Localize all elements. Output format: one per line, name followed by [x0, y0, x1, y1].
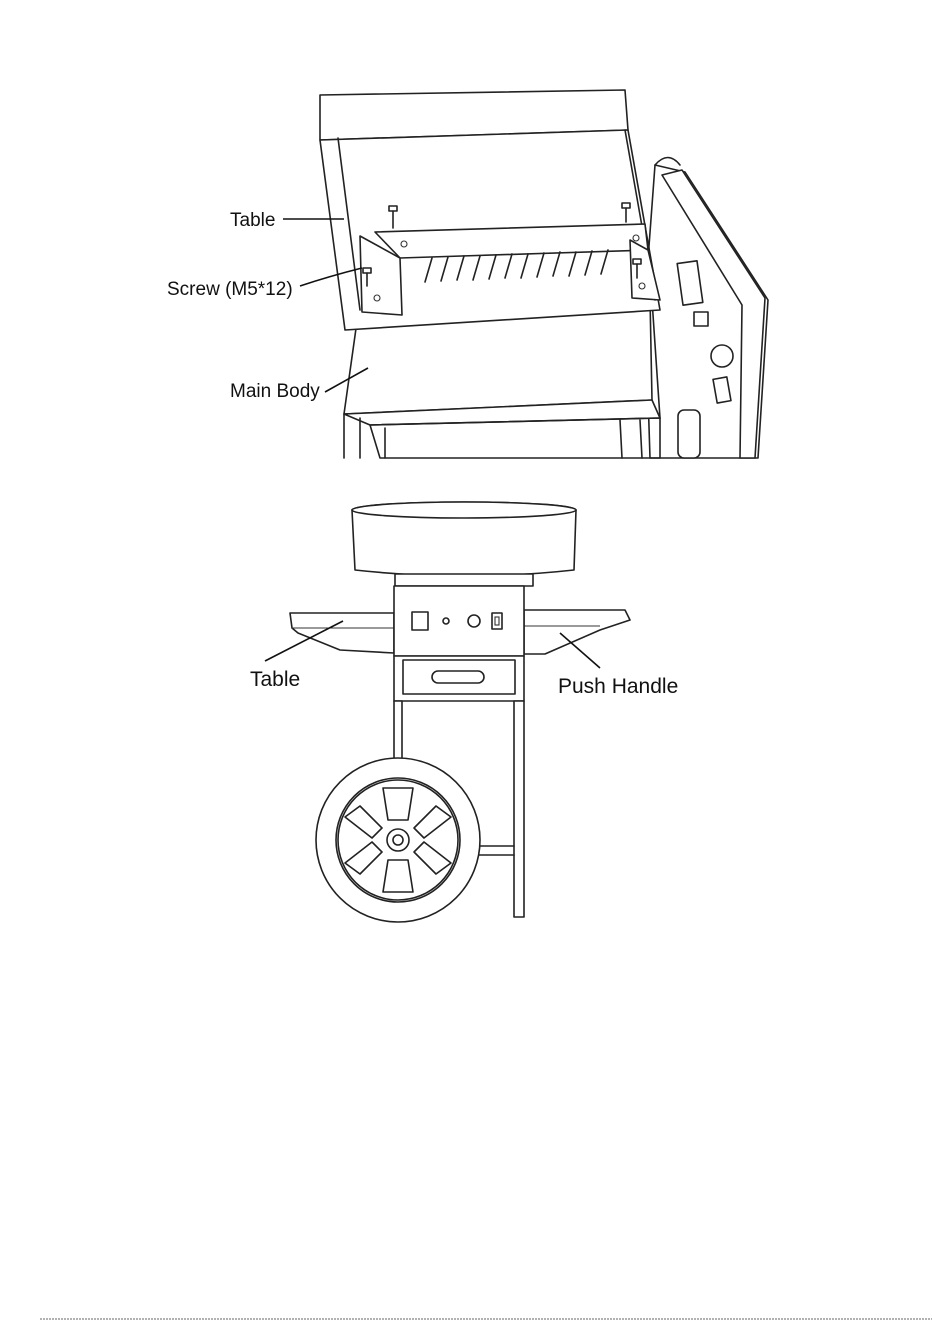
- indicator-light: [443, 618, 449, 624]
- power-switch: [492, 613, 502, 629]
- bowl: [352, 502, 576, 586]
- label-push-handle: Push Handle: [558, 675, 678, 698]
- drawer: [394, 656, 524, 701]
- wheel-hub: [387, 829, 409, 851]
- dial-knob: [468, 615, 480, 627]
- label-main-body: Main Body: [230, 381, 320, 402]
- top-assembly-diagram: Table Screw (M5*12) Main Body: [167, 90, 768, 458]
- table-shelf: [290, 613, 394, 653]
- label-table-top: Table: [230, 210, 275, 231]
- drawer-handle: [432, 671, 484, 683]
- side-control-panel: [645, 158, 768, 459]
- table-part: [320, 90, 660, 330]
- wheel: [316, 758, 480, 922]
- bottom-assembly-diagram: Table Push Handle: [250, 502, 678, 922]
- label-table-bottom: Table: [250, 668, 300, 691]
- label-screw: Screw (M5*12): [167, 279, 293, 300]
- display-window: [412, 612, 428, 630]
- control-box: [394, 586, 524, 656]
